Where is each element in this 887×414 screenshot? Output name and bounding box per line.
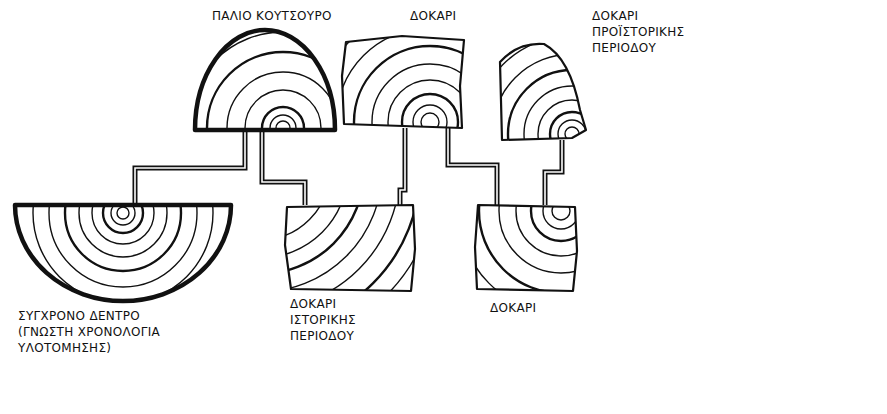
wood-sample: ΣΥΓΧΡΟΝΟ ΔΕΝΤΡΟ(ΓΝΩΣΤΗ ΧΡΟΝΟΛΟΓΙΑ ΥΛΟΤΟΜ… <box>15 205 231 357</box>
wood-shape <box>500 40 586 140</box>
wood-sample: ΠΑΛΙΟ ΚΟΥΤΣΟΥΡΟ <box>195 8 352 130</box>
connector-inner <box>545 140 562 205</box>
connector-inner <box>135 130 245 205</box>
sample-label: ΔΟΚΑΡΙ ΠΡΟΪΣΤΟΡΙΚΗΣ ΠΕΡΙΟΔΟΥ <box>592 8 704 57</box>
wood-sample: ΔΟΚΑΡΙ ΙΣΤΟΡΙΚΗΣ ΠΕΡΙΟΔΟΥ <box>285 205 415 345</box>
match-connector <box>400 128 405 205</box>
match-connector <box>545 140 562 205</box>
sample-label: ΔΟΚΑΡΙ <box>410 8 480 24</box>
connector-outline <box>545 140 562 205</box>
wood-sample: ΔΟΚΑΡΙ ΠΡΟΪΣΤΟΡΙΚΗΣ ΠΕΡΙΟΔΟΥ <box>500 8 704 140</box>
wood-section <box>11 201 235 305</box>
wood-shape <box>285 205 415 291</box>
wood-section <box>471 201 581 295</box>
connector-outline <box>262 130 305 205</box>
wood-section <box>281 201 419 295</box>
match-connector <box>448 128 497 205</box>
connector-inner <box>448 128 497 205</box>
connector-outline <box>400 128 405 205</box>
match-connector <box>135 130 245 205</box>
sample-label: ΔΟΚΑΡΙ ΙΣΤΟΡΙΚΗΣ ΠΕΡΙΟΔΟΥ <box>290 296 390 345</box>
wood-shape <box>342 36 464 128</box>
label-text: ΔΟΚΑΡΙ ΠΡΟΪΣΤΟΡΙΚΗΣ ΠΕΡΙΟΔΟΥ <box>592 8 704 57</box>
match-connector <box>262 130 305 205</box>
label-text: ΣΥΓΧΡΟΝΟ ΔΕΝΤΡΟ <box>18 308 218 324</box>
label-text: ΠΑΛΙΟ ΚΟΥΤΣΟΥΡΟ <box>212 8 352 24</box>
label-text: ΔΟΚΑΡΙ <box>490 300 570 316</box>
label-text: ΔΟΚΑΡΙ ΙΣΤΟΡΙΚΗΣ ΠΕΡΙΟΔΟΥ <box>290 296 390 345</box>
wood-section <box>191 26 339 134</box>
wood-sample: ΔΟΚΑΡΙ <box>475 205 577 317</box>
wood-section <box>496 36 590 144</box>
label-text: ΔΟΚΑΡΙ <box>410 8 480 24</box>
sample-label: ΔΟΚΑΡΙ <box>490 300 570 316</box>
connector-inner <box>400 128 405 205</box>
sample-label: ΣΥΓΧΡΟΝΟ ΔΕΝΤΡΟ(ΓΝΩΣΤΗ ΧΡΟΝΟΛΟΓΙΑ ΥΛΟΤΟΜ… <box>18 308 218 357</box>
label-text: (ΓΝΩΣΤΗ ΧΡΟΝΟΛΟΓΙΑ ΥΛΟΤΟΜΗΣΗΣ) <box>18 324 218 356</box>
wood-section <box>338 32 468 132</box>
connector-outline <box>448 128 497 205</box>
wood-shape <box>15 205 231 301</box>
connector-outline <box>135 130 245 205</box>
connector-inner <box>262 130 305 205</box>
wood-sample: ΔΟΚΑΡΙ <box>342 8 480 128</box>
sample-label: ΠΑΛΙΟ ΚΟΥΤΣΟΥΡΟ <box>212 8 352 24</box>
wood-shape <box>195 30 335 130</box>
wood-shape <box>475 205 577 291</box>
